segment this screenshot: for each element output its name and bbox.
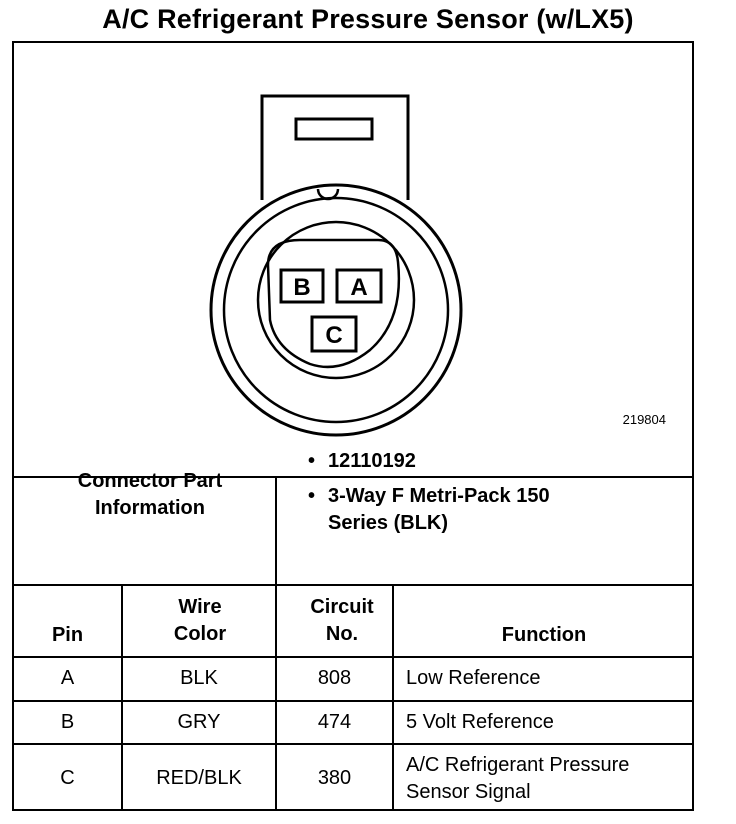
header-pin: Pin <box>51 624 84 646</box>
bullet-icon: • <box>308 450 316 472</box>
divider-row-a <box>12 700 694 702</box>
connector-part-info-list: • 12110192 • 3-Way F Metri-Pack 150 Seri… <box>306 448 578 545</box>
divider-cpi-vertical <box>275 477 277 585</box>
row-c-wire-color: RED/BLK <box>156 767 242 789</box>
terminal-face-inner <box>266 238 401 369</box>
row-a-pin: A <box>60 667 75 689</box>
divider-col-wire <box>275 585 277 811</box>
bullet-icon: • <box>308 485 316 507</box>
cavity-c: C <box>310 315 358 353</box>
row-c-circuit: 380 <box>317 767 352 789</box>
connector-part-info-label: Connector Part Information <box>77 470 223 519</box>
header-function: Function <box>501 624 587 646</box>
cpi-item-description: • 3-Way F Metri-Pack 150 Series (BLK) <box>306 483 578 537</box>
divider-diagram-bottom <box>12 476 694 478</box>
header-wire-color: Wire Color <box>173 596 227 645</box>
cpi-item-text: 12110192 <box>328 450 416 472</box>
row-b-function: 5 Volt Reference <box>406 711 554 733</box>
divider-cpi-bottom <box>12 584 694 586</box>
cavity-b: B <box>279 268 325 304</box>
cavity-label-a: A <box>350 274 367 301</box>
page-title: A/C Refrigerant Pressure Sensor (w/LX5) <box>102 4 634 34</box>
cpi-item-text: 3-Way F Metri-Pack 150 Series (BLK) <box>328 485 550 534</box>
row-b-wire-color: GRY <box>177 711 221 733</box>
row-c-function: A/C Refrigerant Pressure Sensor Signal <box>406 754 630 803</box>
row-a-function: Low Reference <box>406 667 541 689</box>
connector-lock-tab <box>260 94 410 200</box>
figure-number: 219804 <box>622 412 666 427</box>
connector-key-notch <box>316 188 340 201</box>
terminal-face <box>256 220 416 380</box>
divider-col-circuit <box>392 585 394 811</box>
connector-inner-ring <box>222 196 450 424</box>
row-c-pin: C <box>60 767 75 789</box>
cpi-item-part-number: • 12110192 <box>306 448 578 475</box>
row-a-circuit: 808 <box>317 667 352 689</box>
lock-tab-window <box>294 117 374 141</box>
divider-header-bottom <box>12 656 694 658</box>
row-a-wire-color: BLK <box>180 667 218 689</box>
cavity-label-b: B <box>293 274 310 301</box>
cavity-a: A <box>335 268 383 304</box>
row-b-pin: B <box>60 711 75 733</box>
divider-col-pin <box>121 585 123 811</box>
row-b-circuit: 474 <box>317 711 352 733</box>
diagram-frame <box>12 41 694 811</box>
cavity-label-c: C <box>325 322 342 349</box>
header-circuit-no: Circuit No. <box>310 596 374 645</box>
divider-row-b <box>12 743 694 745</box>
